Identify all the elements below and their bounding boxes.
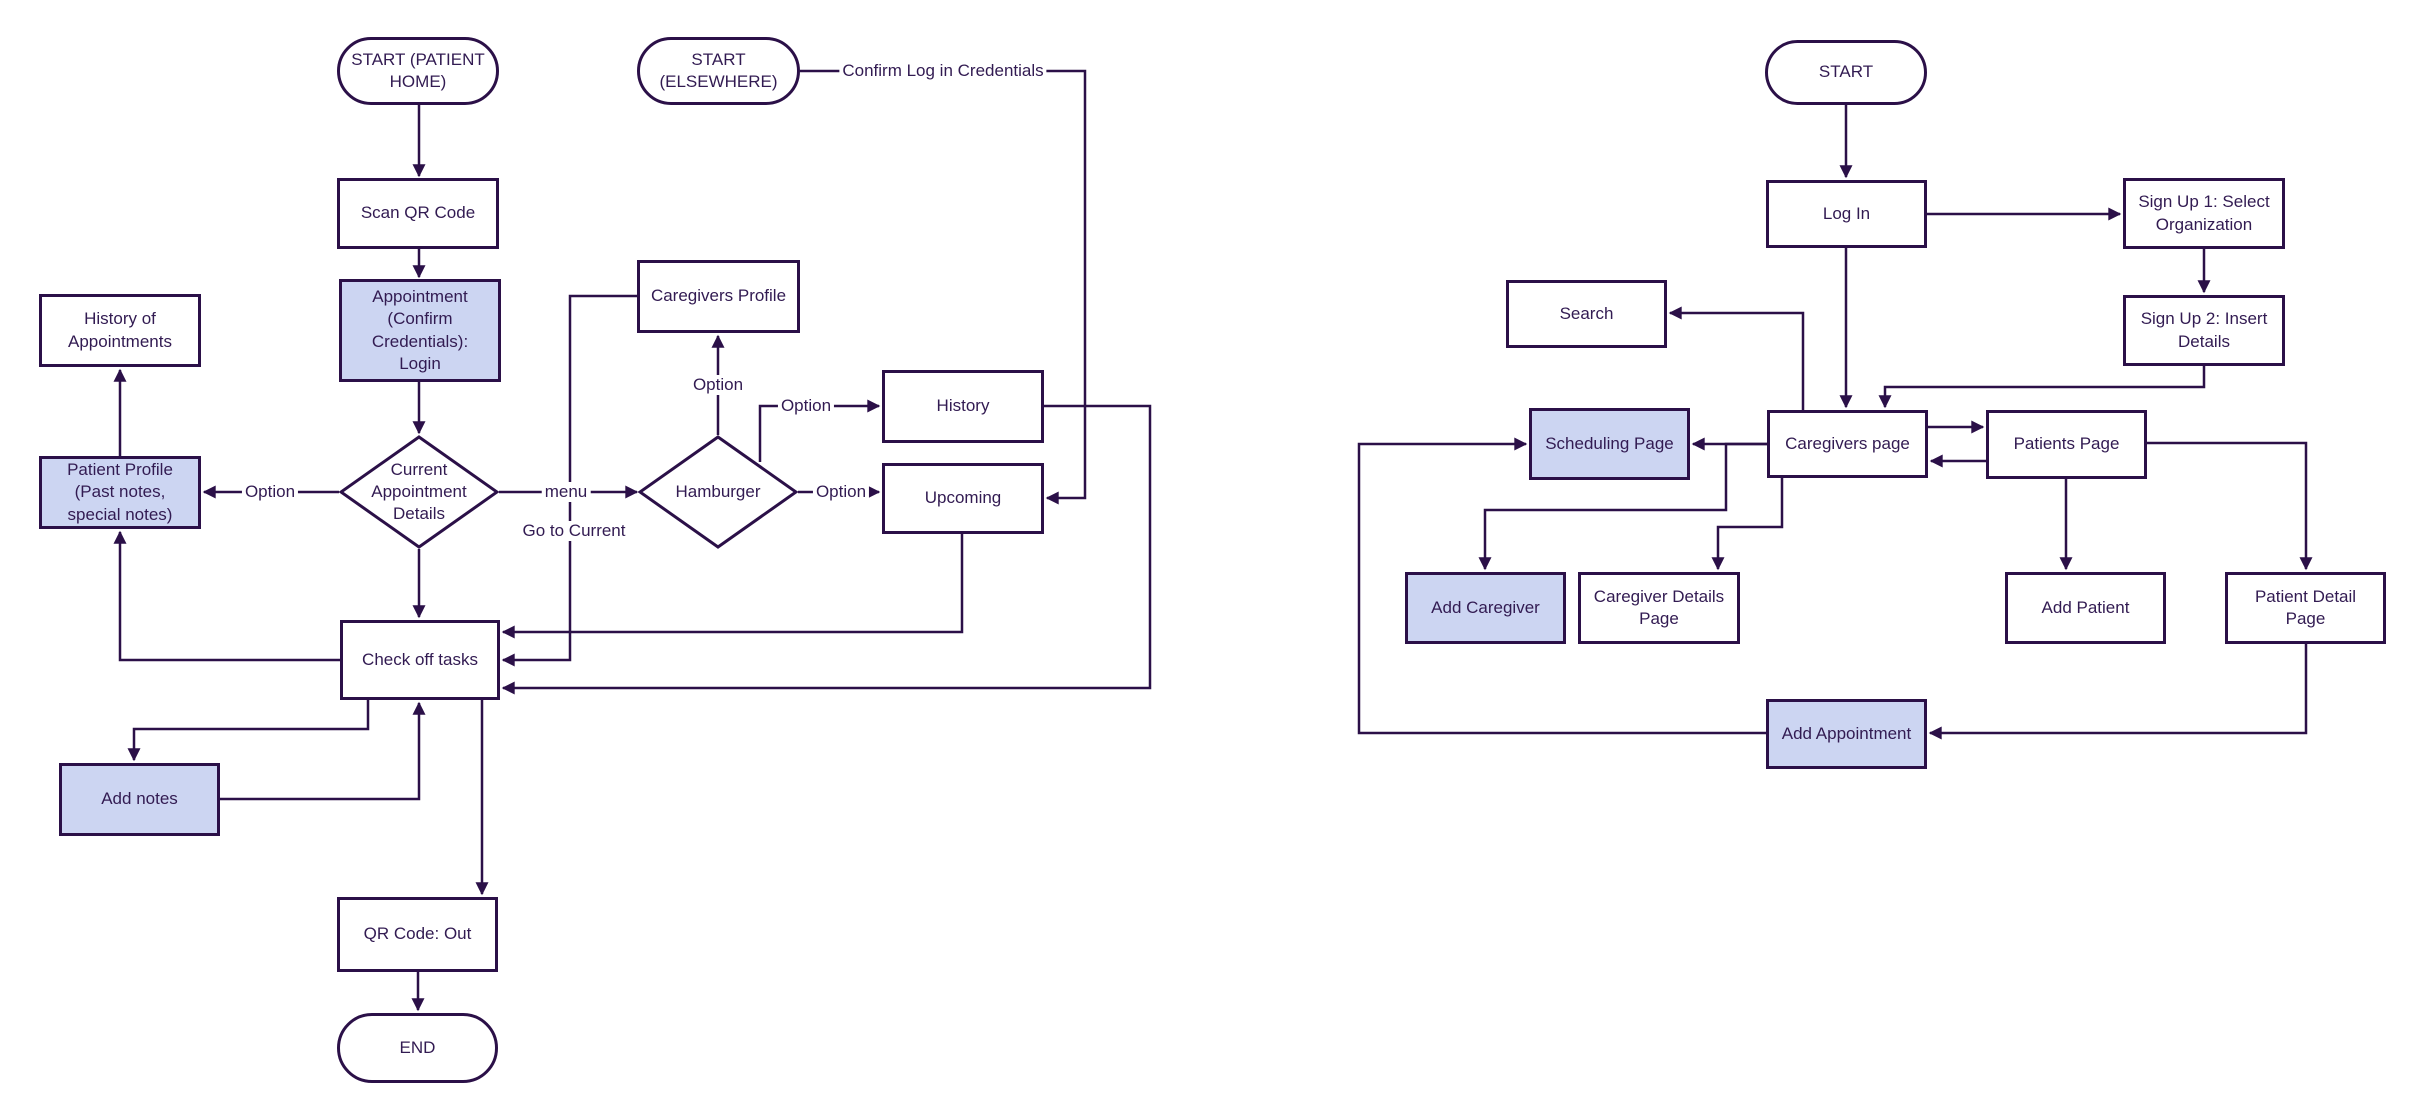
- edge-label-option-patient-profile: Option: [241, 482, 299, 502]
- node-check-off-tasks[interactable]: Check off tasks: [340, 620, 500, 700]
- edge-addnotes-checkoff: [220, 701, 426, 801]
- node-start-right[interactable]: START: [1765, 40, 1927, 105]
- edge-patientdetail-addappointment: [1928, 644, 2308, 740]
- node-caregiver-details-page[interactable]: Caregiver Details Page: [1578, 572, 1740, 644]
- node-scheduling-page[interactable]: Scheduling Page: [1529, 408, 1690, 480]
- diamond-shape: [339, 435, 499, 549]
- node-sign-up-1[interactable]: Sign Up 1: Select Organization: [2123, 178, 2285, 249]
- edge-label-option-history: Option: [777, 396, 835, 416]
- node-caregivers-page[interactable]: Caregivers page: [1767, 410, 1928, 478]
- node-scan-qr-code[interactable]: Scan QR Code: [337, 178, 499, 249]
- node-caregivers-profile[interactable]: Caregivers Profile: [637, 260, 800, 333]
- node-log-in[interactable]: Log In: [1766, 180, 1927, 248]
- edge-label-go-to-current: Go to Current: [519, 521, 629, 541]
- edge-checkoff-addnotes: [127, 700, 370, 762]
- node-patient-profile[interactable]: Patient Profile (Past notes, special not…: [39, 456, 201, 529]
- node-upcoming[interactable]: Upcoming: [882, 463, 1044, 534]
- edge-label-option-caregivers-profile: Option: [689, 375, 747, 395]
- node-history-of-appointments[interactable]: History of Appointments: [39, 294, 201, 367]
- node-history[interactable]: History: [882, 370, 1044, 443]
- node-add-caregiver[interactable]: Add Caregiver: [1405, 572, 1566, 644]
- node-search[interactable]: Search: [1506, 280, 1667, 348]
- edge-label-menu: menu: [541, 482, 591, 502]
- edge-patientspage-patientdetail: [2147, 441, 2313, 571]
- edge-signup2-caregiverspage: [1878, 366, 2206, 409]
- node-add-notes[interactable]: Add notes: [59, 763, 220, 836]
- node-add-patient[interactable]: Add Patient: [2005, 572, 2166, 644]
- edge-caregiversprofile-checkoff: [501, 294, 637, 667]
- diamond-shape: [638, 435, 798, 549]
- node-start-patient-home[interactable]: START (PATIENT HOME): [337, 37, 499, 105]
- node-add-appointment[interactable]: Add Appointment: [1766, 699, 1927, 769]
- node-end[interactable]: END: [337, 1013, 498, 1083]
- node-sign-up-2[interactable]: Sign Up 2: Insert Details: [2123, 295, 2285, 366]
- node-hamburger[interactable]: Hamburger: [638, 435, 798, 549]
- edge-label-option-upcoming: Option: [812, 482, 870, 502]
- edge-label-confirm-credentials: Confirm Log in Credentials: [839, 61, 1047, 81]
- node-patients-page[interactable]: Patients Page: [1986, 410, 2147, 479]
- edge-history-checkoff: [501, 404, 1152, 695]
- node-qr-code-out[interactable]: QR Code: Out: [337, 897, 498, 972]
- edge-caregiverspage-search: [1668, 306, 1805, 410]
- edge-checkoff-patientprofile: [113, 530, 340, 662]
- node-start-elsewhere[interactable]: START (ELSEWHERE): [637, 37, 800, 105]
- node-appointment-login[interactable]: Appointment (Confirm Credentials): Login: [339, 279, 501, 382]
- node-current-appointment-details[interactable]: Current Appointment Details: [339, 435, 499, 549]
- edge-caregiverspage-caregiverdetails: [1711, 478, 1784, 571]
- node-patient-detail-page[interactable]: Patient Detail Page: [2225, 572, 2386, 644]
